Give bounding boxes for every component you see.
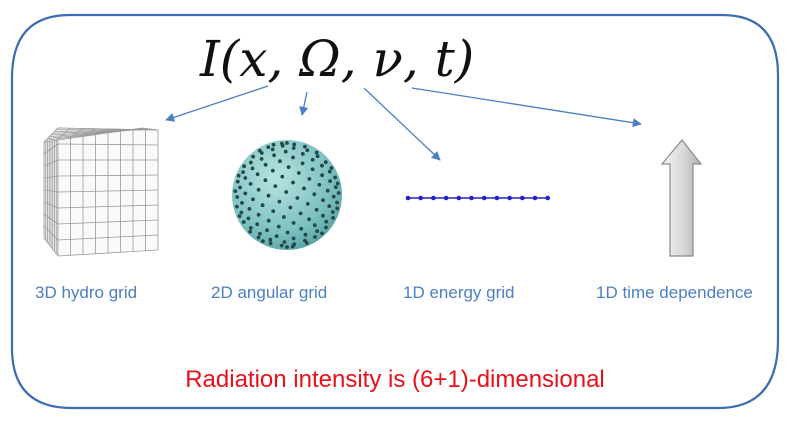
cube-mesh-icon [43,127,159,257]
energy-grid-label: 1D energy grid [403,283,515,302]
hydro-grid-label: 3D hydro grid [35,283,138,302]
sphere-points-icon [232,140,342,250]
arrow-to-angular [299,91,309,116]
dimensionality-statement: Radiation intensity is (6+1)-dimensional [185,366,605,393]
arrow-to-energy [363,87,441,161]
time-dependence-label: 1D time dependence [596,283,753,302]
arrow-to-time [411,87,642,128]
connector-arrows [165,85,642,161]
diagram-frame [10,13,780,410]
arrow-to-hydro [165,85,269,122]
energy-line-icon [405,195,550,201]
angular-grid-label: 2D angular grid [211,283,328,302]
up-arrow-icon [660,139,703,257]
intensity-formula: I(x, Ω, ν, t) [200,30,475,88]
